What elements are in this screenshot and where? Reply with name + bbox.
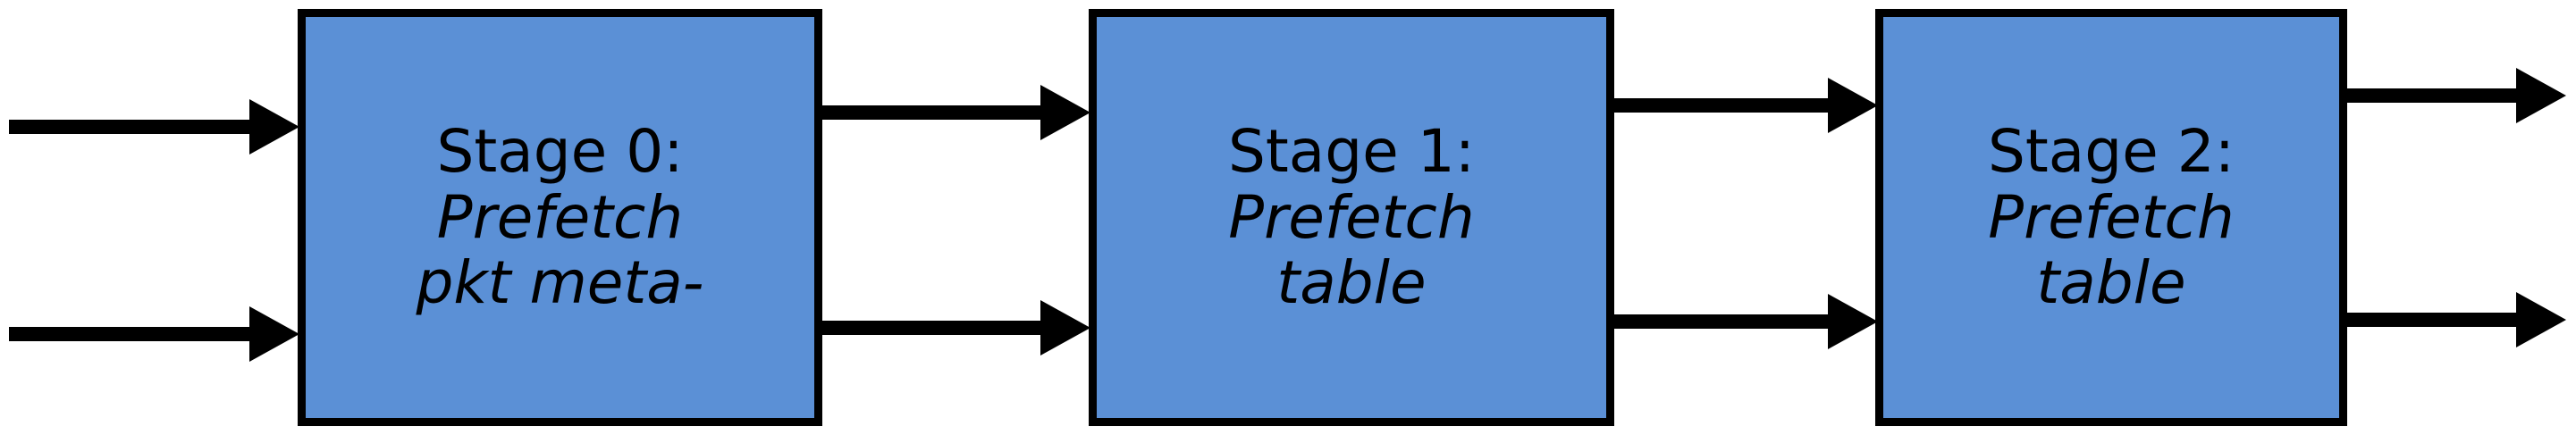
stage-0-title: Stage 0: xyxy=(436,116,684,186)
stage-2-subtitle-line2: table xyxy=(2036,248,2186,318)
stage-2-title: Stage 2: xyxy=(1988,116,2235,186)
arrow-shaft xyxy=(9,120,255,134)
arrow-shaft xyxy=(1614,314,1833,329)
stage-0-subtitle-line2: pkt meta- xyxy=(416,248,704,318)
arrowhead-right-icon xyxy=(249,99,299,155)
stage-block-2[interactable]: Stage 2: Prefetch table xyxy=(1875,9,2347,426)
arrow-shaft xyxy=(822,321,1046,335)
arrow-shaft xyxy=(9,327,255,341)
arrow-shaft xyxy=(822,105,1046,120)
stage-1-subtitle-line1: Prefetch xyxy=(1228,182,1475,252)
arrowhead-right-icon xyxy=(2516,68,2566,123)
arrowhead-right-icon xyxy=(1040,300,1090,356)
arrow-shaft xyxy=(2347,88,2521,103)
arrowhead-right-icon xyxy=(1828,294,1878,349)
stage-1-subtitle-line2: table xyxy=(1276,248,1427,318)
arrowhead-right-icon xyxy=(1828,78,1878,133)
arrow-shaft xyxy=(1614,98,1833,113)
stage-1-title: Stage 1: xyxy=(1228,116,1475,186)
stage-2-subtitle-line1: Prefetch xyxy=(1988,182,2235,252)
arrowhead-right-icon xyxy=(1040,85,1090,140)
arrowhead-right-icon xyxy=(249,306,299,362)
stage-0-subtitle-line1: Prefetch xyxy=(436,182,684,252)
arrowhead-right-icon xyxy=(2516,292,2566,347)
stage-block-1[interactable]: Stage 1: Prefetch table xyxy=(1089,9,1614,426)
arrow-shaft xyxy=(2347,313,2521,327)
stage-block-0[interactable]: Stage 0: Prefetch pkt meta- xyxy=(298,9,822,426)
